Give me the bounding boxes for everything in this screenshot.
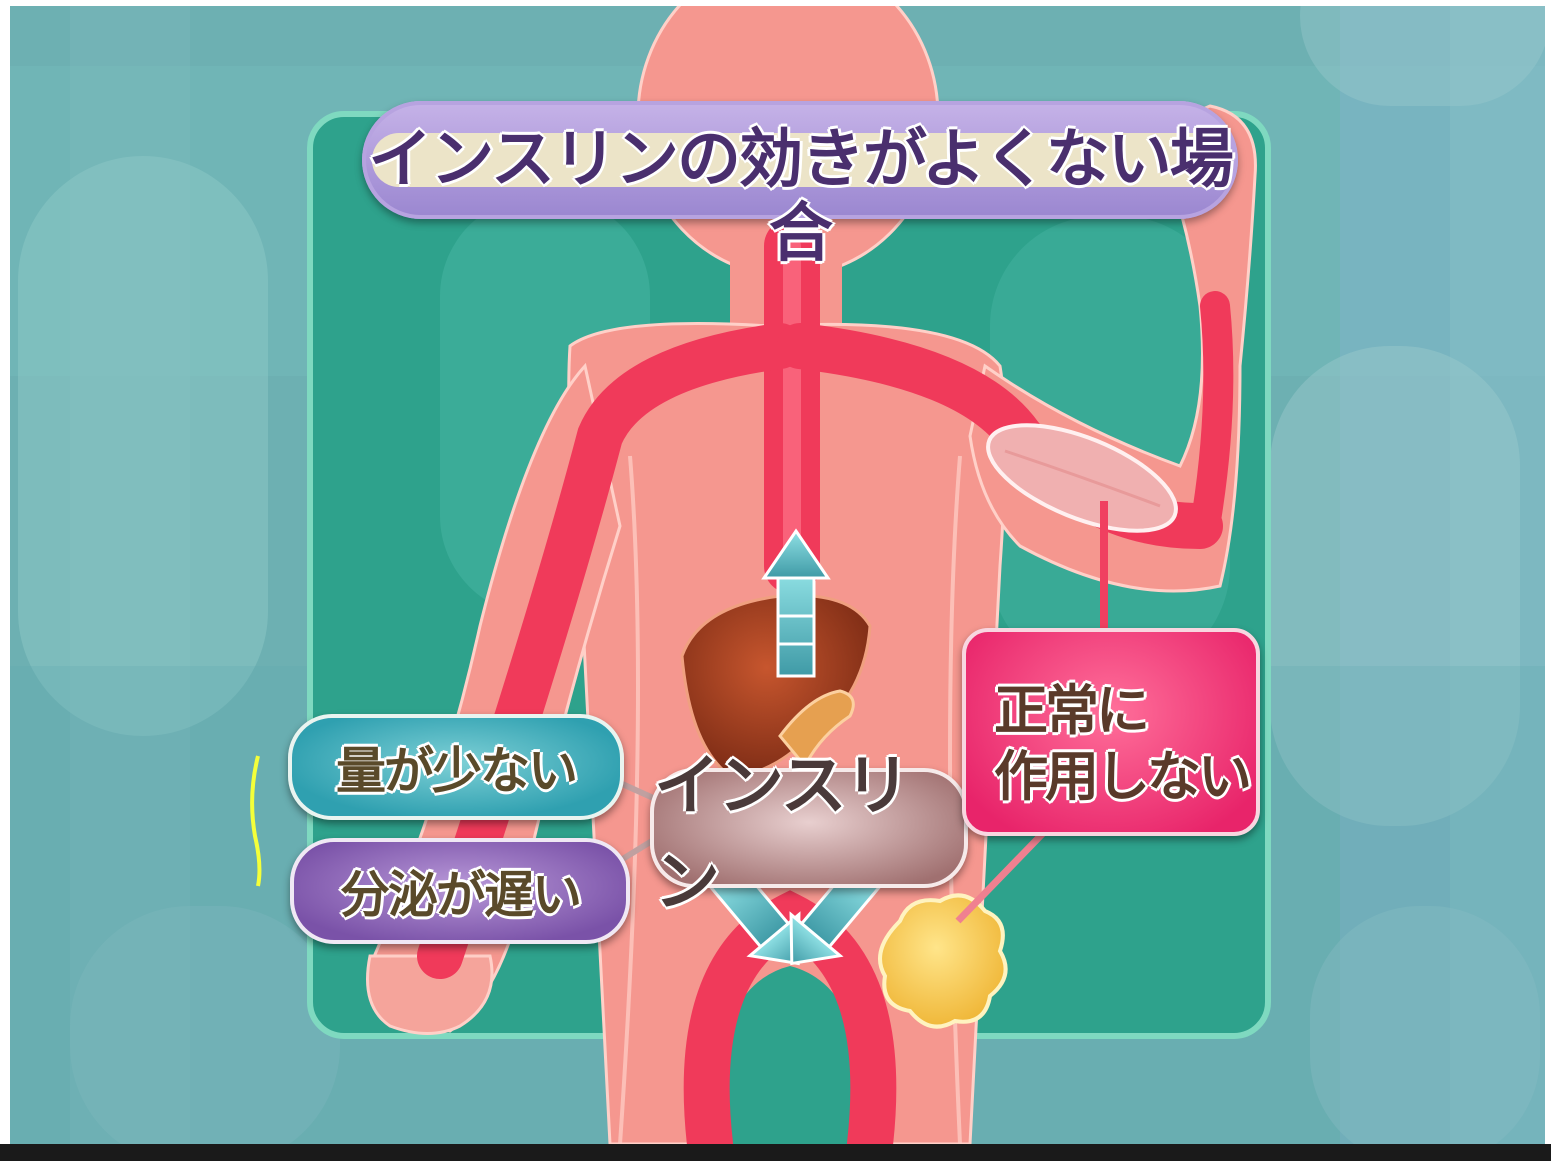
tv-frame: インスリンの効きがよくない場合 量が少ない 分泌が遅い インスリン 正常に 作用… [10,6,1545,1144]
title-banner: インスリンの効きがよくない場合 [362,101,1238,219]
page-title: インスリンの効きがよくない場合 [362,123,1238,271]
label-insulin-text: インスリン [654,772,964,884]
label-not-working: 正常に 作用しない [962,628,1260,836]
label-amount-low-text: 量が少ない [292,718,620,816]
bottom-bar [0,1144,1551,1161]
label-insulin: インスリン [650,768,968,888]
label-not-working-line2: 作用しない [994,732,1249,811]
label-secretion-slow-text: 分泌が遅い [294,842,626,940]
label-amount-low: 量が少ない [288,714,624,820]
label-secretion-slow: 分泌が遅い [290,838,630,944]
